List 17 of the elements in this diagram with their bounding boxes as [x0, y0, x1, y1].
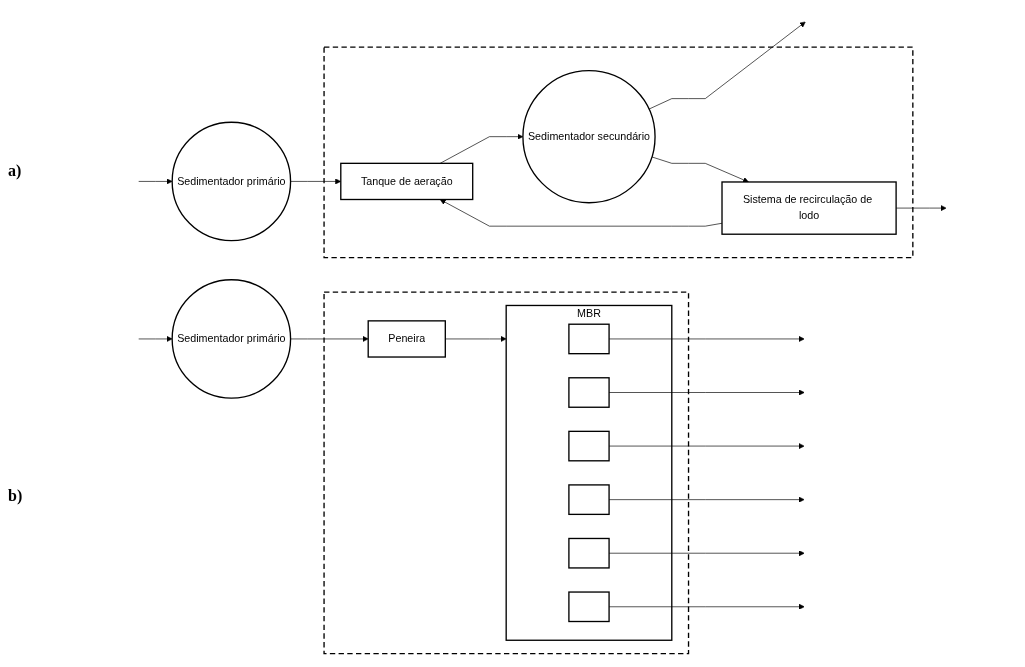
- cluster: [323, 290, 690, 654]
- cluster: MBR: [505, 304, 673, 641]
- node-box: Sistema de recirculação de lodo: [721, 180, 897, 235]
- node-box: Tanque de aeração: [340, 162, 474, 200]
- cluster: [323, 46, 914, 258]
- node-box: Peneira: [367, 319, 446, 358]
- panel-label: a): [8, 161, 23, 180]
- node-bar: [568, 323, 610, 354]
- node-bar: [568, 430, 610, 461]
- node-circle: Sedimentador primário: [171, 121, 292, 241]
- node-circle: Sedimentador secundário: [522, 69, 656, 203]
- node-bar: [568, 376, 610, 408]
- node-bar: [568, 483, 610, 515]
- node-bar: [568, 537, 610, 569]
- node-circle: Sedimentador primário: [171, 278, 292, 399]
- panel-label: b): [8, 487, 24, 506]
- node-bar: [568, 590, 610, 622]
